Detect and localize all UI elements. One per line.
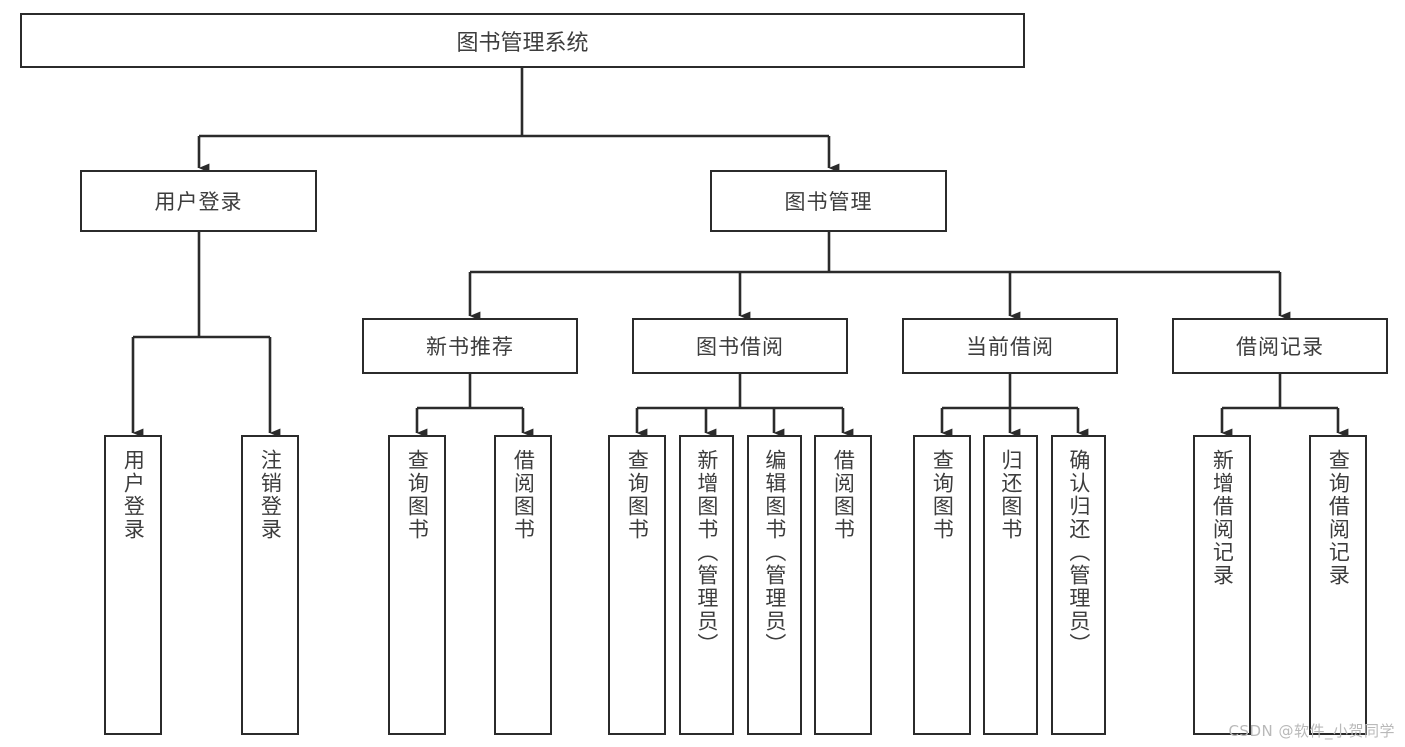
node-book-management[interactable]: 图书管理 — [710, 170, 947, 232]
leaf-label: 查询图书 — [930, 449, 955, 541]
leaf-current-return-book[interactable]: 归还图书 — [983, 435, 1038, 735]
leaf-label: 查询借阅记录 — [1326, 449, 1351, 587]
node-current-borrow[interactable]: 当前借阅 — [902, 318, 1118, 374]
node-label: 当前借阅 — [966, 335, 1054, 359]
leaf-borrow-query-book[interactable]: 查询图书 — [608, 435, 666, 735]
node-label: 借阅记录 — [1236, 335, 1324, 359]
leaf-record-add[interactable]: 新增借阅记录 — [1193, 435, 1251, 735]
node-label: 用户登录 — [154, 190, 243, 214]
leaf-label: 用户登录 — [121, 449, 146, 541]
leaf-user-login-login[interactable]: 用户登录 — [104, 435, 162, 735]
node-label: 图书管理系统 — [456, 30, 589, 56]
leaf-borrow-add-book[interactable]: 新增图书（管理员） — [679, 435, 734, 735]
leaf-record-query[interactable]: 查询借阅记录 — [1309, 435, 1367, 735]
node-root-system[interactable]: 图书管理系统 — [20, 13, 1025, 68]
node-borrow-record[interactable]: 借阅记录 — [1172, 318, 1388, 374]
leaf-new-book-query[interactable]: 查询图书 — [388, 435, 446, 735]
leaf-borrow-borrow-book[interactable]: 借阅图书 — [814, 435, 872, 735]
leaf-label: 借阅图书 — [831, 449, 856, 541]
leaf-new-book-borrow[interactable]: 借阅图书 — [494, 435, 552, 735]
node-label: 新书推荐 — [426, 335, 514, 359]
node-user-login[interactable]: 用户登录 — [80, 170, 317, 232]
leaf-label: 查询图书 — [625, 449, 650, 541]
node-label: 图书借阅 — [696, 335, 784, 359]
leaf-current-query-book[interactable]: 查询图书 — [913, 435, 971, 735]
leaf-label: 新增借阅记录 — [1210, 449, 1235, 587]
leaf-label: 归还图书 — [998, 449, 1023, 541]
leaf-label: 借阅图书 — [511, 449, 536, 541]
node-label: 图书管理 — [784, 190, 873, 214]
leaf-label: 注销登录 — [258, 449, 283, 541]
leaf-label: 确认归还（管理员） — [1066, 449, 1091, 656]
leaf-current-confirm-return[interactable]: 确认归还（管理员） — [1051, 435, 1106, 735]
leaf-label: 编辑图书（管理员） — [762, 449, 787, 656]
leaf-label: 新增图书（管理员） — [694, 449, 719, 656]
node-new-book-recommend[interactable]: 新书推荐 — [362, 318, 578, 374]
leaf-borrow-edit-book[interactable]: 编辑图书（管理员） — [747, 435, 802, 735]
leaf-label: 查询图书 — [405, 449, 430, 541]
node-book-borrow[interactable]: 图书借阅 — [632, 318, 848, 374]
leaf-user-login-logout[interactable]: 注销登录 — [241, 435, 299, 735]
